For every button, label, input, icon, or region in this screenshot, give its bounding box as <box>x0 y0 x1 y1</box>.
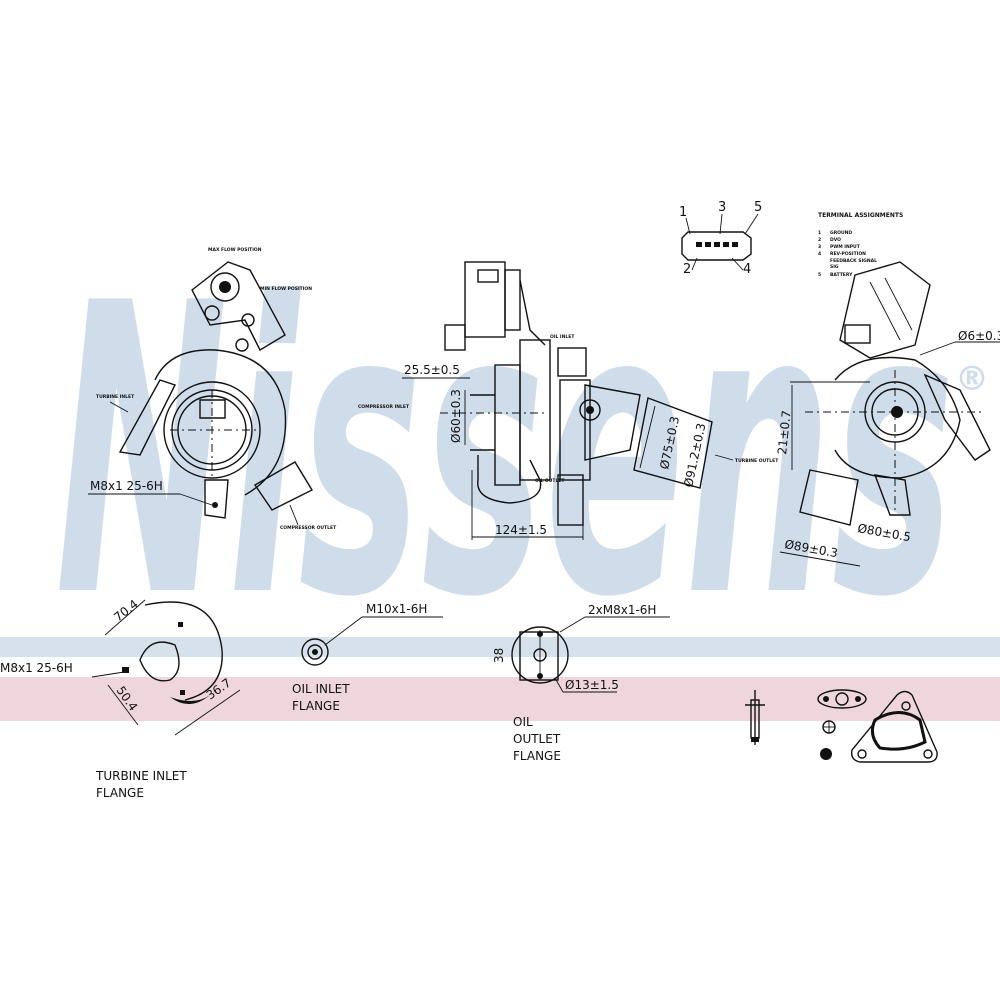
turbine-gasket-icon <box>850 690 938 763</box>
registered-mark: ® <box>955 359 989 399</box>
oil-outlet-thread: 2xM8x1-6H <box>588 603 656 617</box>
connector-pinout: 1 2 3 4 5 TERMINAL ASSIGNMENTS 1 GROUND … <box>679 200 903 278</box>
terminal-label: GROUND <box>830 230 852 236</box>
oil-outlet-label: OIL OUTLET <box>535 478 565 484</box>
dim-offset: 21±0.7 <box>775 410 794 456</box>
pin-4: 4 <box>743 262 752 277</box>
dim-25-5: 25.5±0.5 <box>404 363 460 377</box>
flange-thread: M8x1 25-6H <box>0 661 73 675</box>
blue-band <box>0 637 1000 657</box>
oil-inlet-label: OIL INLET <box>550 334 575 340</box>
pink-band <box>0 677 1000 721</box>
left-turbo-view: MAX FLOW POSITION MIN FLOW POSITION TURB… <box>88 247 337 531</box>
left-thread-label: M8x1 25-6H <box>90 479 163 493</box>
gasket-kit <box>745 689 938 763</box>
terminal-label: DVO <box>830 237 841 243</box>
oil-outlet-title-2: OUTLET <box>513 732 561 746</box>
min-flow-label: MIN FLOW POSITION <box>260 286 312 292</box>
pin-2: 2 <box>683 262 692 277</box>
oil-outlet-flange: 2xM8x1-6H 38 Ø13±1.5 OIL OUTLET FLANGE <box>492 603 670 763</box>
compressor-inlet-label: COMPRESSOR INLET <box>358 404 410 410</box>
oil-inlet-title-2: FLANGE <box>292 699 340 713</box>
terminal-num: 2 <box>818 237 821 243</box>
turbine-outlet-label: TURBINE OUTLET <box>735 458 779 464</box>
dim-length: 124±1.5 <box>495 523 547 537</box>
dim-hole: Ø6±0.3 <box>958 329 1000 343</box>
nut-icon <box>820 748 832 760</box>
terminal-label: REV-POSITION <box>830 251 866 257</box>
oil-outlet-hole: Ø13±1.5 <box>565 678 619 692</box>
terminal-num: 3 <box>818 244 821 250</box>
oil-outlet-title-1: OIL <box>513 715 533 729</box>
terminal-num: 1 <box>818 230 821 236</box>
terminal-num: 5 <box>818 272 821 278</box>
bolt-icon <box>745 690 765 745</box>
compressor-outlet-label: COMPRESSOR OUTLET <box>280 525 337 531</box>
oil-inlet-title-1: OIL INLET <box>292 682 350 696</box>
pin-5: 5 <box>754 200 763 215</box>
terminal-assignments-title: TERMINAL ASSIGNMENTS <box>818 212 903 219</box>
max-flow-label: MAX FLOW POSITION <box>208 247 262 253</box>
oil-inlet-flange: M10x1-6H OIL INLET FLANGE <box>292 602 443 713</box>
dim-inlet-diameter: Ø60±0.3 <box>449 389 463 443</box>
terminal-label: SIG <box>830 264 839 270</box>
terminal-label: PWM INPUT <box>830 244 861 250</box>
pin-1: 1 <box>679 205 688 220</box>
turbine-inlet-label: TURBINE INLET <box>96 394 135 400</box>
turbine-inlet-flange-title-1: TURBINE INLET <box>95 769 187 783</box>
terminal-label: FEEDBACK SIGNAL <box>830 258 877 264</box>
oil-inlet-thread: M10x1-6H <box>366 602 427 616</box>
terminal-num: 4 <box>818 251 821 257</box>
pin-3: 3 <box>718 200 727 215</box>
turbine-inlet-flange: 70.4 M8x1 25-6H 50.4 36.7 TURBINE INLET … <box>0 597 241 800</box>
washer-icon <box>822 720 836 734</box>
turbine-inlet-flange-title-2: FLANGE <box>96 786 144 800</box>
oil-gasket-icon <box>817 689 867 709</box>
oil-outlet-pitch: 38 <box>492 648 506 663</box>
oil-outlet-title-3: FLANGE <box>513 749 561 763</box>
terminal-label: BATTERY <box>830 272 853 278</box>
